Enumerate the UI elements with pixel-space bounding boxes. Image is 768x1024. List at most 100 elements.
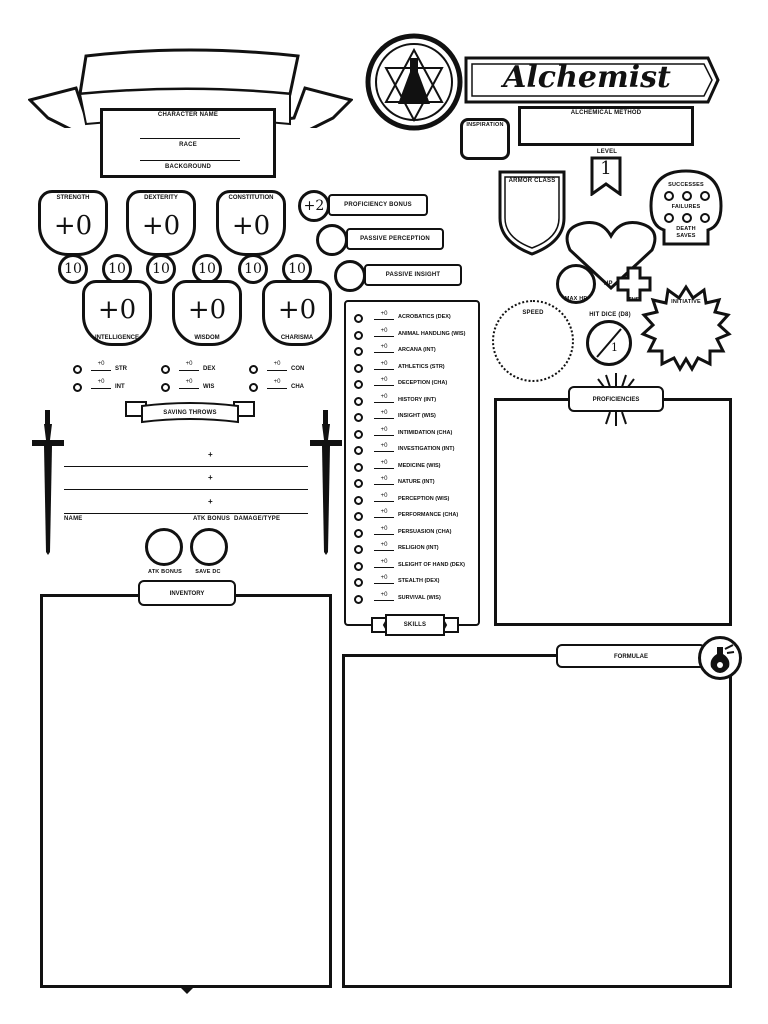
skill-checkbox[interactable]	[354, 380, 363, 389]
skill-checkbox[interactable]	[354, 594, 363, 604]
alchemical-method-box[interactable]	[518, 106, 694, 146]
charisma-score[interactable]: 10	[282, 254, 312, 284]
skill-checkbox[interactable]	[354, 363, 363, 373]
character-name-box[interactable]	[100, 108, 276, 178]
save-con-value[interactable]: +0	[267, 361, 287, 371]
skill-checkbox[interactable]	[354, 314, 363, 323]
wisdom-block[interactable]: +0 WISDOM	[172, 280, 242, 346]
skill-value[interactable]: +0	[374, 509, 394, 518]
strength-score[interactable]: 10	[58, 254, 88, 284]
inspiration-box[interactable]	[460, 118, 510, 160]
failure-circle[interactable]	[700, 213, 710, 223]
success-circle[interactable]	[700, 191, 710, 201]
skill-value[interactable]: +0	[374, 311, 394, 320]
proficiencies-box[interactable]	[494, 398, 732, 626]
skill-value[interactable]: +0	[374, 361, 394, 370]
speed-circle[interactable]	[492, 300, 574, 382]
skill-value[interactable]: +0	[374, 460, 394, 469]
intelligence-block[interactable]: +0 INTELLIGENCE	[82, 280, 152, 346]
heart-icon[interactable]	[562, 220, 660, 290]
skill-checkbox[interactable]	[354, 561, 363, 571]
failure-circle[interactable]	[682, 213, 692, 223]
skill-value[interactable]: +0	[374, 394, 394, 403]
skill-checkbox[interactable]	[354, 512, 363, 521]
strength-block[interactable]: STRENGTH +0	[38, 190, 108, 256]
skill-value[interactable]: +0	[374, 344, 394, 353]
skill-checkbox[interactable]	[354, 446, 363, 455]
skill-checkbox[interactable]	[354, 347, 363, 356]
skill-checkbox[interactable]	[354, 396, 363, 406]
failure-boxes[interactable]	[664, 213, 710, 223]
cross-icon[interactable]	[616, 266, 652, 302]
save-int-checkbox[interactable]	[73, 383, 82, 392]
proficiency-bonus-circle[interactable]: +2	[298, 190, 330, 222]
save-dc-circle[interactable]	[190, 528, 228, 566]
skill-value[interactable]: +0	[374, 427, 394, 436]
save-con-checkbox[interactable]	[249, 365, 258, 374]
skill-value[interactable]: +0	[374, 443, 394, 452]
skill-checkbox[interactable]	[354, 429, 363, 439]
initiative-burst[interactable]: INITIATIVE	[640, 284, 732, 373]
skill-value[interactable]: +0	[374, 592, 394, 601]
constitution-block[interactable]: CONSTITUTION +0	[216, 190, 286, 256]
skill-checkbox[interactable]	[354, 413, 363, 422]
skill-value[interactable]: +0	[374, 542, 394, 551]
hit-dice-circle[interactable]: 1	[586, 320, 632, 366]
save-int-value[interactable]: +0	[91, 379, 111, 389]
skill-value[interactable]: +0	[374, 476, 394, 485]
success-circle[interactable]	[664, 191, 674, 201]
charisma-block[interactable]: +0 CHARISMA	[262, 280, 332, 346]
save-wis-checkbox[interactable]	[161, 383, 170, 392]
skill-value[interactable]: +0	[374, 575, 394, 584]
skill-value[interactable]: +0	[374, 328, 394, 337]
save-str-value[interactable]: +0	[91, 361, 111, 371]
passive-perception-circle[interactable]	[316, 224, 348, 256]
success-circle[interactable]	[682, 191, 692, 201]
skill-checkbox[interactable]	[354, 545, 363, 554]
skill-value[interactable]: +0	[374, 493, 394, 502]
inventory-box[interactable]	[40, 594, 332, 988]
skill-checkbox[interactable]	[354, 578, 363, 587]
save-dex-checkbox[interactable]	[161, 365, 170, 374]
formulae-box[interactable]	[342, 654, 732, 988]
skill-checkbox[interactable]	[354, 495, 363, 505]
constitution-score-left[interactable]: 10	[102, 254, 132, 284]
passive-insight-circle[interactable]	[334, 260, 366, 292]
atk-bonus-circle[interactable]	[145, 528, 183, 566]
skill-value[interactable]: +0	[374, 526, 394, 535]
max-hp-circle[interactable]	[556, 264, 596, 304]
dexterity-score[interactable]: 10	[146, 254, 176, 284]
skill-checkbox[interactable]	[354, 330, 363, 340]
skill-value[interactable]: +0	[374, 377, 394, 386]
level-badge[interactable]: 1	[590, 156, 622, 197]
save-dex-value[interactable]: +0	[179, 361, 199, 371]
save-str-checkbox[interactable]	[73, 365, 82, 374]
success-boxes[interactable]	[664, 191, 710, 201]
save-wis-value[interactable]: +0	[179, 379, 199, 389]
skill-checkbox[interactable]	[354, 528, 363, 538]
dexterity-block[interactable]: DEXTERITY +0	[126, 190, 196, 256]
save-cha-checkbox[interactable]	[249, 383, 258, 392]
attack-row-1[interactable]	[64, 466, 308, 467]
skill-value[interactable]: +0	[374, 410, 394, 419]
